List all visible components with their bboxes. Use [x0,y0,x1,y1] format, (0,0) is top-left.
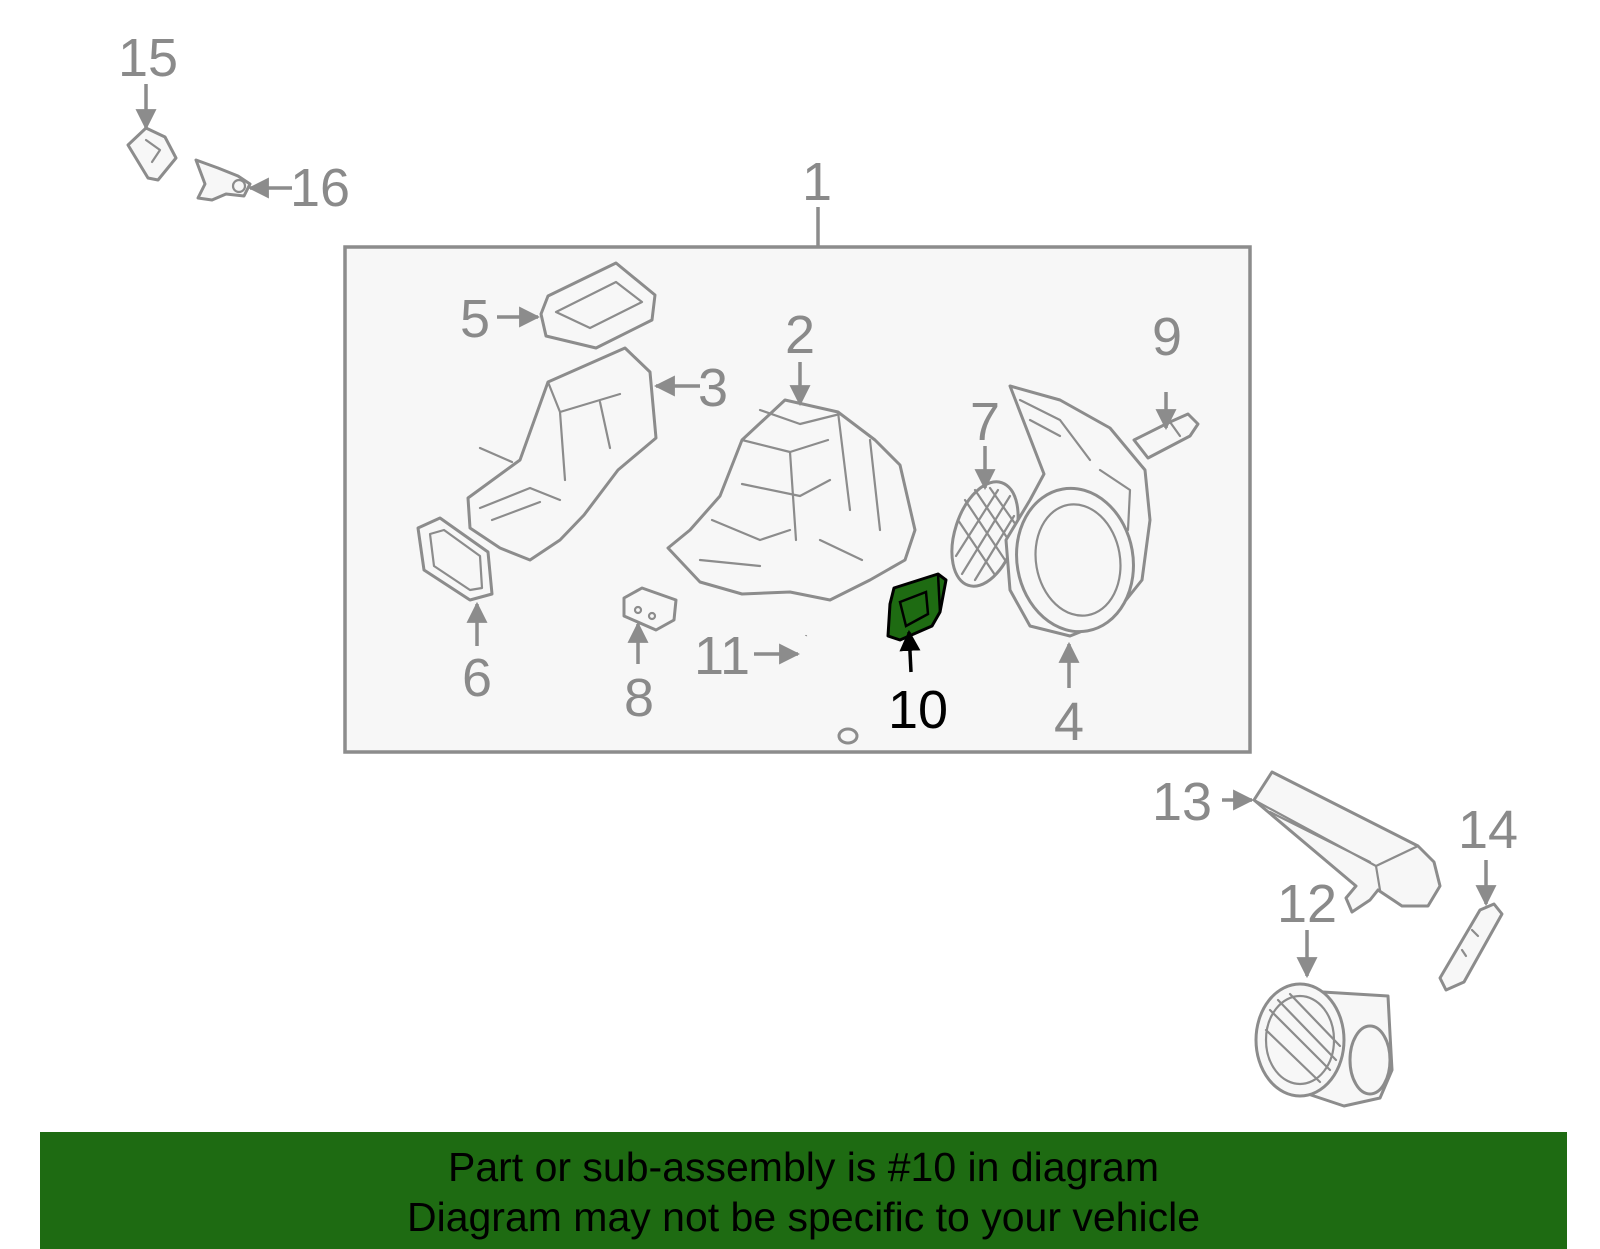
leader-10 [899,629,921,673]
callout-6[interactable]: 6 [462,648,492,708]
banner-line-2: Diagram may not be specific to your vehi… [406,1194,1200,1240]
callout-7[interactable]: 7 [970,392,1000,452]
banner-line-1: Part or sub-assembly is #10 in diagram [448,1144,1159,1190]
part-15[interactable] [126,126,178,182]
part-5[interactable] [539,261,657,350]
callout-15[interactable]: 15 [118,28,178,88]
callout-12[interactable]: 12 [1277,874,1337,934]
callout-10[interactable]: 10 [888,680,948,740]
callout-1[interactable]: 1 [802,152,832,212]
part-12[interactable] [1254,982,1394,1108]
callout-11[interactable]: 11 [694,626,750,686]
part-2[interactable] [666,398,917,602]
part-7[interactable] [940,473,1030,594]
part-10-highlighted[interactable] [886,572,948,642]
callout-5[interactable]: 5 [460,289,490,349]
callout-4[interactable]: 4 [1054,692,1084,752]
callout-2[interactable]: 2 [785,305,815,365]
callout-8[interactable]: 8 [624,668,654,728]
part-4[interactable] [1004,384,1152,641]
part-14[interactable] [1438,902,1504,992]
callout-9[interactable]: 9 [1152,307,1182,367]
info-banner: Part or sub-assembly is #10 in diagram D… [40,1132,1567,1249]
callout-16[interactable]: 16 [290,158,350,218]
callout-13[interactable]: 13 [1152,772,1212,832]
callout-3[interactable]: 3 [698,358,728,418]
part-16[interactable] [194,158,252,202]
part-6[interactable] [416,516,494,602]
part-13[interactable] [1252,770,1442,914]
callout-14[interactable]: 14 [1458,800,1518,860]
part-8[interactable] [622,586,678,632]
part-3[interactable] [466,346,658,562]
part-11[interactable] [798,634,859,745]
